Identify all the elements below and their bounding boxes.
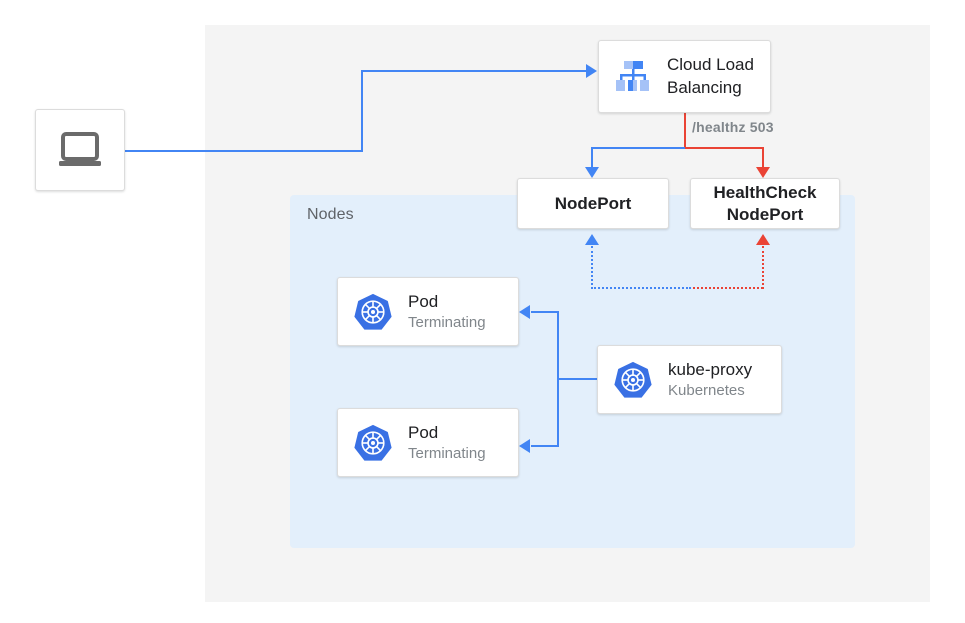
edge-kubeproxy-to-pods-trunk (557, 311, 559, 446)
pod-1-label: Pod Terminating (408, 291, 486, 333)
healthcheck-nodeport-label-line-2: NodePort (726, 204, 804, 224)
kubernetes-icon (352, 422, 394, 464)
healthcheck-nodeport-label: HealthCheck NodePort (714, 182, 817, 225)
pod-1-title: Pod (408, 291, 439, 311)
pod-2-status: Terminating (408, 444, 486, 462)
edge-lb-to-healthcheck-vertical (762, 147, 764, 169)
edge-kubeproxy-to-healthcheck-dotted-vertical (762, 246, 764, 289)
edge-lb-stem (684, 113, 686, 149)
edge-client-to-lb-vertical (361, 70, 363, 152)
healthcheck-nodeport-service-node[interactable]: HealthCheck NodePort (690, 178, 840, 229)
kube-proxy-subtitle: Kubernetes (668, 381, 745, 399)
edge-kubeproxy-to-nodeport-dotted-vertical (591, 246, 593, 289)
edge-lb-to-nodeport-horizontal (591, 147, 685, 149)
kube-proxy-node[interactable]: kube-proxy Kubernetes (597, 345, 782, 414)
edge-lb-to-healthcheck-arrowhead (756, 167, 770, 178)
kubernetes-icon (612, 359, 654, 401)
cloud-load-balancing-label-line-1: Cloud Load (667, 55, 754, 75)
cloud-load-balancing-label-line-2: Balancing (667, 77, 742, 97)
client-node[interactable] (35, 109, 125, 191)
nodeport-label: NodePort (554, 193, 632, 213)
edge-client-to-lb-horizontal-1 (125, 150, 363, 152)
edge-kubeproxy-to-nodeport-dotted-horizontal (591, 287, 691, 289)
healthz-annotation: /healthz 503 (692, 119, 774, 135)
pod-2-label: Pod Terminating (408, 422, 486, 464)
edge-kubeproxy-to-pod-1-horizontal (531, 311, 559, 313)
pod-1-node[interactable]: Pod Terminating (337, 277, 519, 346)
edge-lb-to-healthcheck-horizontal (684, 147, 764, 149)
cloud-load-balancing-label: Cloud Load Balancing (667, 54, 754, 98)
edge-lb-to-nodeport-vertical (591, 147, 593, 169)
pod-2-node[interactable]: Pod Terminating (337, 408, 519, 477)
edge-kubeproxy-to-pod-1-arrowhead (519, 305, 530, 319)
edge-client-to-lb-arrowhead (586, 64, 597, 78)
kube-proxy-title: kube-proxy (668, 359, 753, 379)
edge-kubeproxy-to-healthcheck-arrowhead (756, 234, 770, 245)
pod-2-title: Pod (408, 422, 439, 442)
edge-kubeproxy-to-pods-stem (557, 378, 599, 380)
edge-lb-to-nodeport-arrowhead (585, 167, 599, 178)
cloud-load-balancing-icon (611, 55, 655, 99)
pod-1-status: Terminating (408, 313, 486, 331)
edge-kubeproxy-to-healthcheck-dotted-horizontal (689, 287, 763, 289)
edge-kubeproxy-to-nodeport-arrowhead (585, 234, 599, 245)
edge-kubeproxy-to-pod-2-horizontal (531, 445, 559, 447)
kube-proxy-label: kube-proxy Kubernetes (668, 359, 752, 401)
nodes-panel-label: Nodes (307, 206, 354, 223)
laptop-icon (54, 124, 106, 176)
edge-kubeproxy-to-pod-2-arrowhead (519, 439, 530, 453)
nodeport-service-node[interactable]: NodePort (517, 178, 669, 229)
cloud-load-balancing-node[interactable]: Cloud Load Balancing (598, 40, 771, 113)
healthcheck-nodeport-label-line-1: HealthCheck (713, 183, 817, 203)
kubernetes-icon (352, 291, 394, 333)
edge-client-to-lb-horizontal-2 (361, 70, 587, 72)
